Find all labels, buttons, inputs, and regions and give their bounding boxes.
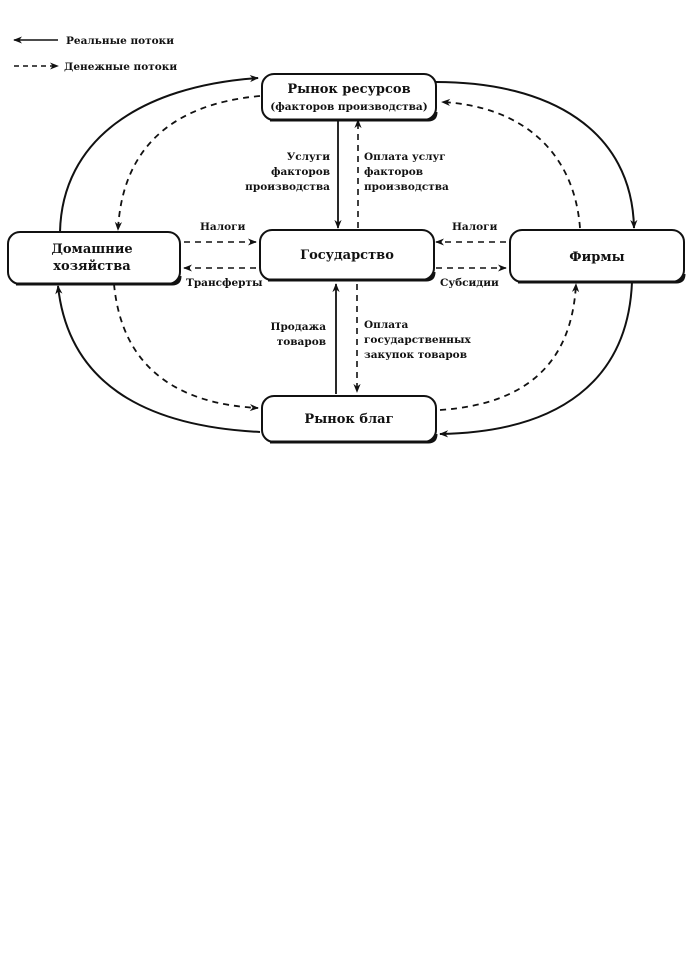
node-households-line1: Домашние [51,242,132,257]
node-firms: Фирмы [510,230,684,282]
node-government: Государство [260,230,434,280]
svg-text:Оплата услуг: Оплата услуг [364,151,446,163]
node-goods-market-label: Рынок благ [304,412,393,427]
label-factor-payment: Оплата услуг факторов производства [364,151,449,193]
svg-text:товаров: товаров [277,336,326,348]
legend-real-flow-label: Реальные потоки [66,35,174,47]
svg-text:факторов: факторов [364,166,423,178]
legend-money-flow-label: Денежные потоки [64,61,177,73]
svg-text:факторов: факторов [271,166,330,178]
real-flow-firms-to-goods [440,282,632,434]
node-resource-market-title: Рынок ресурсов [287,82,410,97]
legend: Реальные потоки Денежные потоки [14,35,177,73]
node-resource-market-subtitle: (факторов производства) [270,101,427,113]
label-goods-sale: Продажа товаров [271,321,327,348]
node-resource-market: Рынок ресурсов (факторов производства) [262,74,436,120]
real-flow-resources-to-firms [436,82,634,228]
label-subsidies: Субсидии [440,277,499,289]
label-factor-services: Услуги факторов производства [245,151,330,193]
node-government-label: Государство [300,248,394,263]
money-flow-resources-to-households [118,96,260,230]
node-firms-label: Фирмы [569,250,624,265]
real-flow-goods-to-households [58,286,260,432]
label-transfers: Трансферты [186,277,263,289]
svg-text:Услуги: Услуги [287,151,330,163]
money-flow-households-to-goods [114,284,258,408]
real-flow-households-to-resources [60,78,258,232]
svg-text:закупок товаров: закупок товаров [364,349,467,361]
svg-text:производства: производства [364,181,449,193]
money-flow-firms-to-resources [442,102,580,228]
label-gov-purchase-payment: Оплата государственных закупок товаров [364,319,471,361]
label-taxes-firms: Налоги [452,221,498,233]
node-households-line2: хозяйства [53,259,131,274]
svg-text:Оплата: Оплата [364,319,409,331]
svg-text:государственных: государственных [364,334,471,346]
node-goods-market: Рынок благ [262,396,436,442]
svg-text:производства: производства [245,181,330,193]
svg-text:Продажа: Продажа [271,321,327,333]
label-taxes-households: Налоги [200,221,246,233]
money-flow-goods-to-firms [440,284,576,410]
node-households: Домашние хозяйства [8,232,180,284]
